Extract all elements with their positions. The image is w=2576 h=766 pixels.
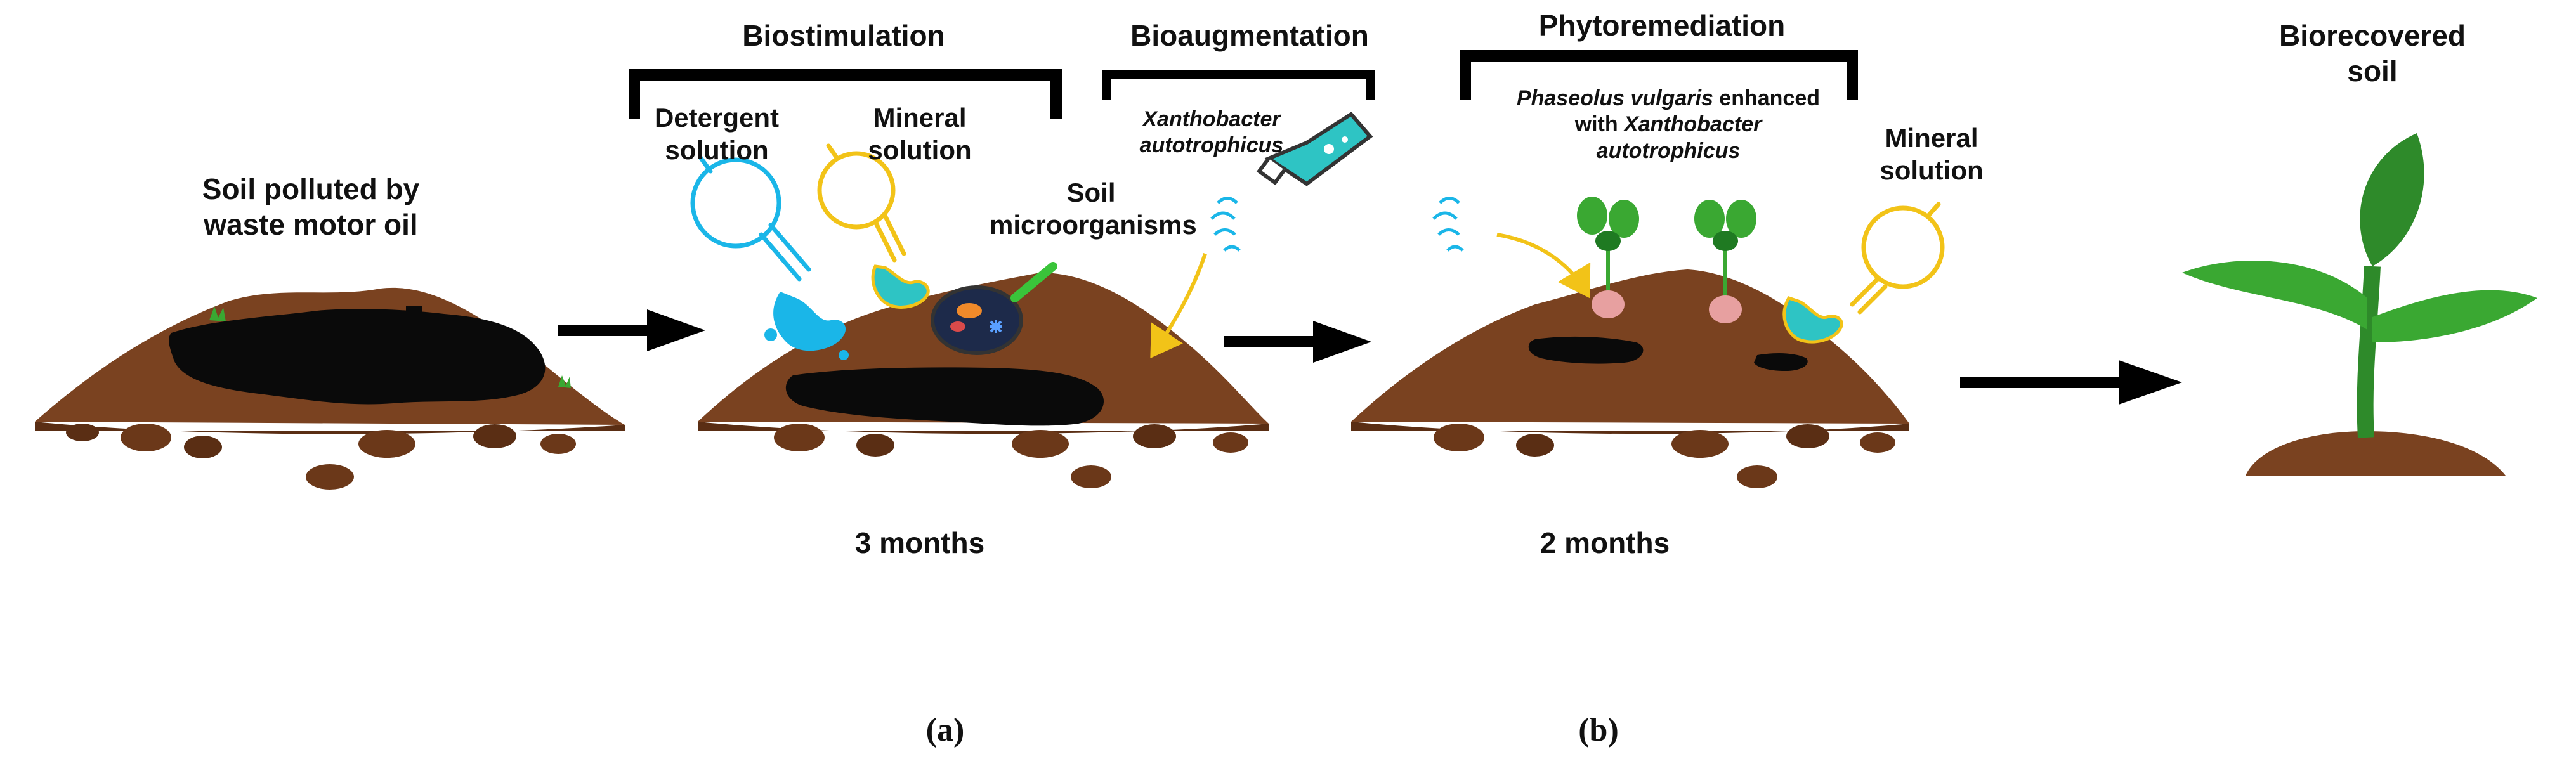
- erlenmeyer-flask-icon: [1256, 112, 1373, 186]
- plant-icon: [2182, 133, 2537, 476]
- soil-pile-icon: [1351, 269, 1909, 488]
- panel-label-b: (b): [1578, 712, 1619, 748]
- bacteria-icon: [1210, 197, 1241, 252]
- arrow-right-icon: [1224, 321, 1371, 363]
- detergent-solution-label: Detergent solution: [654, 103, 780, 166]
- round-flask-icon: [1850, 202, 1945, 315]
- phaseolus-label: Phaseolus vulgaris enhanced with Xanthob…: [1484, 86, 1852, 164]
- bioaugmentation-title: Bioaugmentation: [1130, 19, 1369, 52]
- biostimulation-bracket: [629, 69, 1062, 119]
- biorecovered-soil-label: Biorecovered soil: [2279, 19, 2466, 88]
- detergent-splash-icon: [764, 292, 849, 360]
- phytoremediation-title: Phytoremediation: [1538, 9, 1786, 42]
- xanthobacter-name: Xanthobacter: [1624, 112, 1762, 137]
- polluted-soil-label: Soil polluted by waste motor oil: [202, 172, 420, 242]
- bacteria-icon: [990, 320, 1002, 333]
- curved-arrow-icon: [1496, 233, 1591, 299]
- soil-microorganisms-label: Soil microorganisms: [990, 178, 1197, 240]
- phytoremediation-bracket: [1460, 50, 1858, 100]
- arrow-right-icon: [1960, 360, 2182, 405]
- phaseolus-name: Phaseolus vulgaris: [1516, 86, 1713, 110]
- mineral-splash-icon: [871, 264, 930, 309]
- petri-dish-icon: [931, 262, 1057, 355]
- sprout-icon: [1694, 200, 1756, 323]
- bacteria-icon: [1432, 197, 1464, 252]
- phaseolus-with: with: [1574, 112, 1625, 137]
- mineral-splash-icon: [1782, 295, 1843, 344]
- xanthobacter-label: Xanthobacter autotrophicus: [1139, 107, 1284, 158]
- oil-spill-icon: [785, 367, 1104, 426]
- phaseolus-enhanced: enhanced: [1713, 86, 1821, 110]
- oil-spill-icon: [1528, 336, 1808, 371]
- sprout-icon: [1577, 197, 1639, 318]
- round-flask-icon: [817, 143, 906, 263]
- biostimulation-title: Biostimulation: [742, 19, 945, 52]
- autotrophicus-name: autotrophicus: [1596, 138, 1741, 163]
- phyto-mineral-solution-label: Mineral solution: [1880, 123, 1984, 186]
- mineral-solution-label: Mineral solution: [868, 103, 972, 166]
- duration-a-label: 3 months: [854, 526, 985, 559]
- arrow-right-icon: [558, 309, 705, 351]
- round-flask-icon: [690, 155, 811, 282]
- curved-arrow-icon: [1150, 253, 1207, 358]
- bioaugmentation-bracket: [1102, 70, 1375, 100]
- panel-label-a: (a): [925, 712, 965, 748]
- duration-b-label: 2 months: [1540, 526, 1670, 559]
- oil-spill-icon: [169, 306, 546, 405]
